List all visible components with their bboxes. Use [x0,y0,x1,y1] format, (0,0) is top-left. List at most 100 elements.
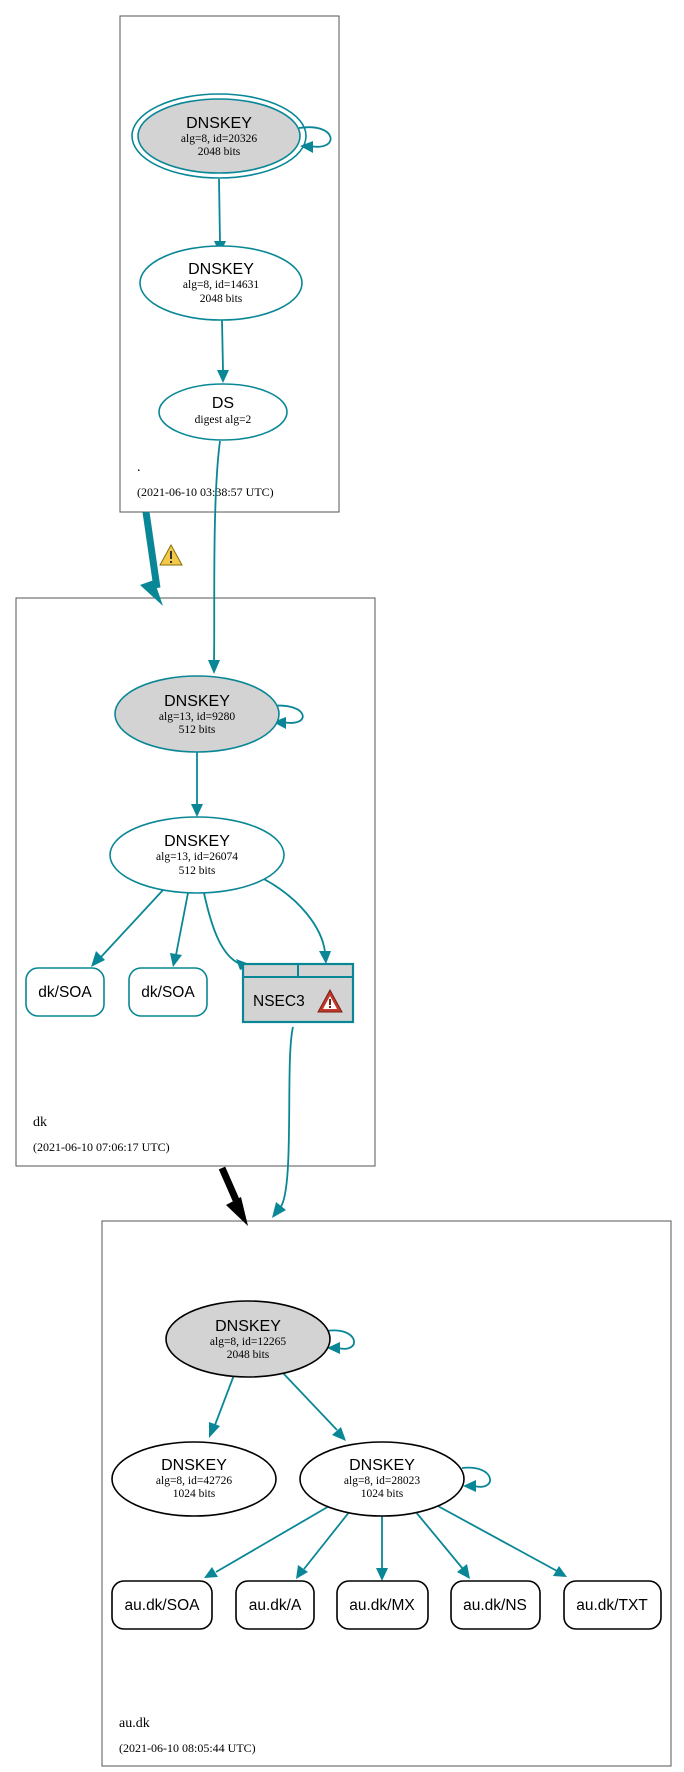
edge-root-zsk-to-ds [221,319,224,371]
warning-icon [159,543,183,566]
au-key-b-title: DNSKEY [349,1457,415,1474]
dk-nsec3-node[interactable]: NSEC3 [241,962,355,1024]
edge-au-key-b-to-ns [414,1510,464,1570]
dk-nsec3-label: NSEC3 [253,993,305,1010]
arrow-au-ksk-self [327,1342,340,1354]
au-ksk-title: DNSKEY [215,1318,281,1335]
root-ds-node[interactable]: DS digest alg=2 [158,383,288,441]
arrow-dk-nsec3-b [319,951,331,964]
au-key-a-node[interactable]: DNSKEY alg=8, id=42726 1024 bits [111,1441,277,1517]
edge-nsec3-to-au-dk [279,1026,294,1209]
arrow-root-ds [217,370,229,383]
zone-root-timestamp: (2021-06-10 03:38:57 UTC) [137,485,274,499]
error-icon [317,988,343,1013]
root-ksk-title: DNSKEY [186,115,252,132]
edge-au-key-b-self [461,1466,491,1488]
edge-dk-zsk-to-soa1 [100,889,164,958]
au-rrset-mx-label: au.dk/MX [349,1597,415,1614]
delegation-arrow-dk-au-dk [226,1197,248,1226]
au-rrset-ns-label: au.dk/NS [463,1597,527,1614]
edge-dk-ksk-self [270,704,304,724]
arrow-root-ksk-self [300,141,313,153]
edge-au-ksk-to-key-b [281,1371,338,1431]
dk-ksk-node[interactable]: DNSKEY alg=13, id=9280 512 bits [114,675,280,753]
nsec3-header-left [245,966,297,976]
root-ds-title: DS [212,395,234,412]
zone-dk-name: dk [33,1115,47,1130]
arrow-dk-ksk [208,660,220,674]
arrow-au-ns [457,1564,470,1579]
au-ksk-node[interactable]: DNSKEY alg=8, id=12265 2048 bits [165,1300,331,1378]
edge-dk-zsk-to-nsec3-b [261,877,326,953]
dk-rrset-soa-2-label: dk/SOA [141,984,195,1001]
au-key-a-title: DNSKEY [161,1457,227,1474]
root-ksk-size: 2048 bits [198,146,241,158]
root-zsk-size: 2048 bits [200,293,243,305]
edge-au-key-b-to-a [303,1510,351,1570]
dk-ksk-size: 512 bits [179,724,216,736]
root-zsk-title: DNSKEY [188,261,254,278]
root-ksk-detail: alg=8, id=20326 [181,133,257,145]
edge-root-ksk-to-zsk [218,178,221,244]
root-zsk-node[interactable]: DNSKEY alg=8, id=14631 2048 bits [139,245,303,321]
edge-au-key-b-to-txt [435,1504,558,1572]
edge-au-key-b-to-soa [215,1504,332,1573]
root-ds-detail: digest alg=2 [195,414,252,426]
au-key-a-size: 1024 bits [173,1488,216,1500]
dk-zsk-node[interactable]: DNSKEY alg=13, id=26074 512 bits [109,816,285,894]
au-rrset-txt-label: au.dk/TXT [576,1597,648,1614]
zone-dk-timestamp: (2021-06-10 07:06:17 UTC) [33,1140,170,1154]
delegation-edge-dk-au-dk [218,1166,240,1202]
au-key-b-node[interactable]: DNSKEY alg=8, id=28023 1024 bits [299,1441,465,1517]
edge-ds-to-dk-ksk [213,440,221,661]
edge-root-ksk-self [298,126,332,148]
zone-root-name: . [137,460,141,475]
arrow-au-mx [376,1568,388,1581]
dk-ksk-title: DNSKEY [164,693,230,710]
delegation-root-to-dk [140,511,183,606]
au-key-b-detail: alg=8, id=28023 [344,1475,420,1487]
arrow-au-a [296,1565,308,1579]
au-rrset-soa-label: au.dk/SOA [125,1597,201,1614]
au-rrset-txt[interactable]: au.dk/TXT [563,1580,662,1630]
delegation-arrow-root-dk [140,580,163,606]
au-ksk-detail: alg=8, id=12265 [210,1336,286,1348]
arrow-au-txt [553,1566,567,1577]
arrow-au-key-b [332,1427,346,1441]
arrow-au-dk-zone [272,1202,286,1218]
dk-zsk-size: 512 bits [179,865,216,877]
arrow-dk-zsk [191,804,203,817]
au-rrset-soa[interactable]: au.dk/SOA [111,1580,213,1630]
edge-au-ksk-self [325,1329,355,1350]
au-rrset-ns[interactable]: au.dk/NS [450,1580,541,1630]
arrow-dk-soa2 [170,953,182,967]
dk-rrset-soa-1[interactable]: dk/SOA [25,967,105,1017]
nsec3-header-right [300,966,351,976]
dk-rrset-soa-1-label: dk/SOA [38,984,92,1001]
dk-zsk-detail: alg=13, id=26074 [156,851,238,863]
edge-au-ksk-to-key-a [214,1374,235,1426]
root-zsk-detail: alg=8, id=14631 [183,279,259,291]
dk-zsk-title: DNSKEY [164,833,230,850]
delegation-dk-to-au-dk [218,1166,248,1226]
arrow-au-soa [204,1567,218,1578]
dk-ksk-detail: alg=13, id=9280 [159,711,235,723]
arrow-dk-soa1 [91,951,105,967]
au-rrset-a[interactable]: au.dk/A [235,1580,315,1630]
arrow-au-key-a [209,1422,220,1438]
au-key-b-size: 1024 bits [361,1488,404,1500]
au-key-a-detail: alg=8, id=42726 [156,1475,232,1487]
delegation-edge-root-dk [142,511,161,589]
au-ksk-size: 2048 bits [227,1349,270,1361]
arrow-au-key-b-self [463,1480,476,1492]
root-ksk-node[interactable]: DNSKEY alg=8, id=20326 2048 bits [131,93,307,179]
dk-rrset-soa-2[interactable]: dk/SOA [128,967,208,1017]
edge-dk-zsk-to-nsec3-a [203,892,241,965]
zone-au-dk-name: au.dk [119,1716,150,1731]
au-rrset-a-label: au.dk/A [249,1597,302,1614]
arrow-dk-ksk-self [273,717,286,729]
au-rrset-mx[interactable]: au.dk/MX [336,1580,429,1630]
zone-au-dk-timestamp: (2021-06-10 08:05:44 UTC) [119,1741,256,1755]
edge-dk-zsk-to-soa2 [175,892,189,956]
